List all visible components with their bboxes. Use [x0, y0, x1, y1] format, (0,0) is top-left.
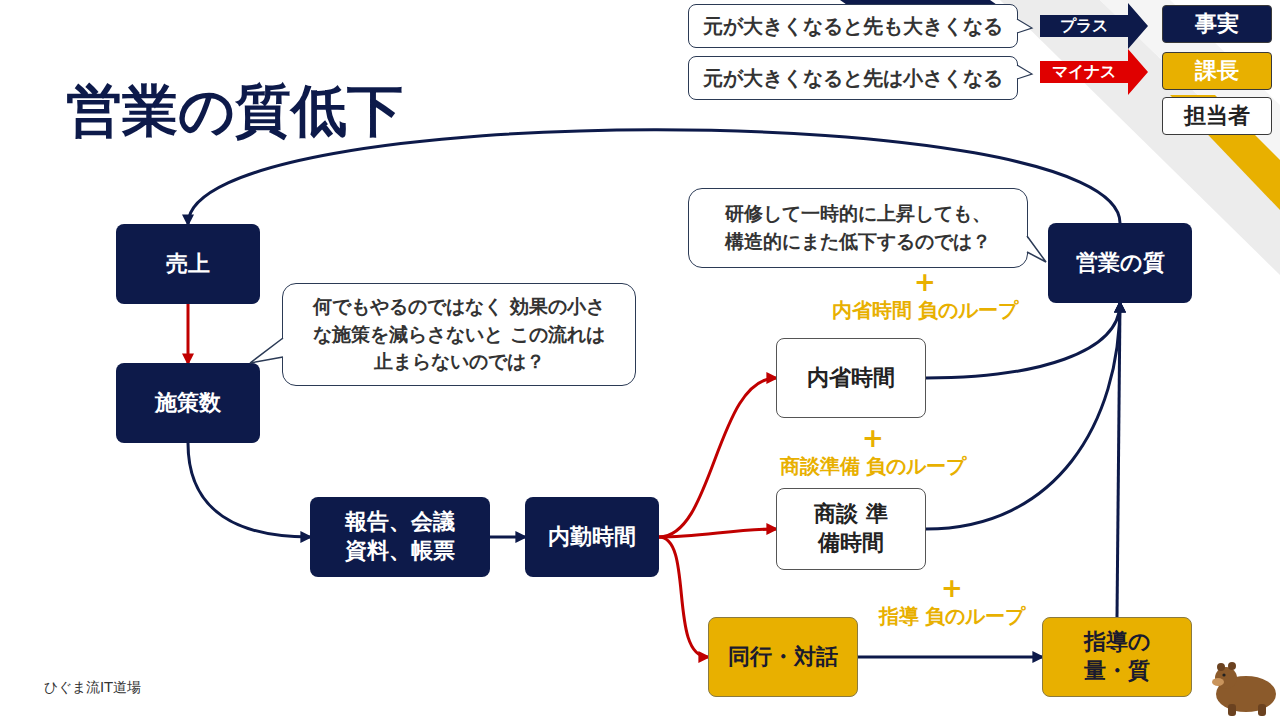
process-box: 報告、会議 資料、帳票 [310, 497, 490, 577]
legend-swatch: 事実 [1162, 5, 1272, 43]
process-box: 商談 準備時間 [776, 488, 926, 570]
arrow-label: プラス [1060, 16, 1108, 37]
loop-label: 内省時間 負のループ [832, 297, 1019, 324]
node-text: 売上 [166, 250, 210, 279]
bear-leg [1258, 704, 1266, 716]
polarity-label: + [941, 573, 963, 603]
connector-arrow [659, 378, 776, 537]
polarity-label: + [862, 423, 884, 453]
connector-arrow [187, 304, 190, 363]
process-box: 内省時間 [776, 338, 926, 418]
node-text: 指導の 量・質 [1077, 628, 1156, 685]
process-box: 指導の 量・質 [1042, 617, 1192, 697]
bear-snout [1212, 678, 1224, 686]
legend-text: 元が大きくなると先も大きくなる [703, 13, 1003, 40]
legend-text: 元が大きくなると先は小さくなる [703, 65, 1003, 92]
node-text: 報告、会議 資料、帳票 [338, 508, 461, 565]
minus-arrow-symbol [1040, 49, 1148, 95]
connector-arrow [490, 536, 525, 539]
node-text: 施策数 [155, 389, 221, 418]
process-box: 営業の質 [1048, 223, 1192, 303]
callout-tail [1027, 236, 1046, 262]
footer-text: ひぐま流IT道場 [44, 679, 141, 697]
legend-swatch: 課長 [1162, 52, 1272, 90]
callout-tail [1026, 236, 1046, 262]
plus-arrow-symbol [1040, 3, 1148, 49]
node-text: 何でもやるのではなく 効果の小さな施策を減らさないと この流れは止まらないのでは… [313, 293, 606, 376]
node-text: 研修して一時的に上昇しても、 構造的にまた低下するのでは？ [721, 200, 995, 255]
process-box: 売上 [116, 224, 260, 304]
connector-arrow [659, 537, 708, 657]
node-text: 同行・対話 [728, 643, 838, 672]
legend-text: 担当者 [1184, 101, 1250, 131]
bear-ear [1217, 663, 1225, 671]
connector-arrow [188, 443, 310, 537]
legend-text: 事実 [1195, 9, 1239, 39]
node-text: 内勤時間 [548, 523, 636, 552]
legend-tail [1016, 65, 1032, 79]
bear-leg [1228, 704, 1236, 716]
bear-eye [1222, 673, 1225, 676]
loop-label: 指導 負のループ [879, 603, 1026, 630]
speech-callout: 研修して一時的に上昇しても、 構造的にまた低下するのでは？ [688, 188, 1028, 268]
loop-label: 商談準備 負のループ [780, 453, 967, 480]
legend-tail [1017, 65, 1032, 79]
polarity-label: + [914, 267, 936, 297]
legend-item: 元が大きくなると先は小さくなる [688, 56, 1018, 100]
process-box: 同行・対話 [708, 617, 858, 697]
connector-arrow [659, 529, 776, 537]
callout-tail [250, 338, 284, 363]
slide-title: 営業の質低下 [66, 74, 403, 150]
bear-ear [1228, 662, 1236, 670]
connector-arrow [858, 656, 1042, 659]
process-box: 内勤時間 [525, 497, 659, 577]
node-text: 商談 準備時間 [804, 500, 899, 557]
speech-callout: 何でもやるのではなく 効果の小さな施策を減らさないと この流れは止まらないのでは… [282, 283, 636, 386]
bear-illustration [1212, 662, 1276, 716]
node-text: 営業の質 [1076, 249, 1165, 278]
connector-arrow [1117, 303, 1120, 617]
legend-tail [1016, 19, 1032, 33]
legend-tail [1017, 19, 1032, 33]
callout-tail [250, 338, 283, 363]
connector-arrow [926, 303, 1120, 529]
node-text: 内省時間 [807, 364, 895, 393]
legend-text: 課長 [1195, 56, 1239, 86]
legend-swatch: 担当者 [1162, 97, 1272, 135]
process-box: 施策数 [116, 363, 260, 443]
arrow-label: マイナス [1052, 62, 1116, 83]
legend-item: 元が大きくなると先も大きくなる [688, 4, 1018, 48]
